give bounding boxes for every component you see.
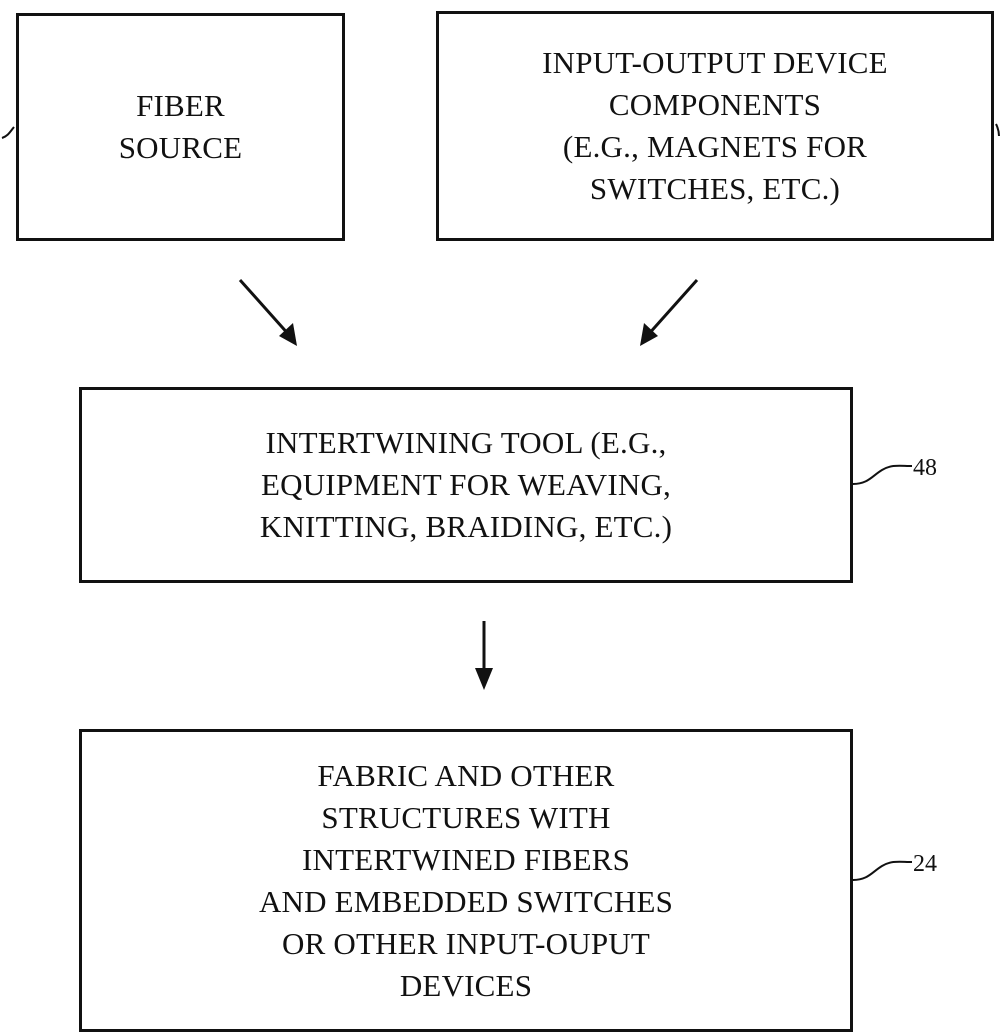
right-edge-bracket: [995, 123, 1000, 137]
io-components-box: INPUT-OUTPUT DEVICE COMPONENTS (E.G., MA…: [436, 11, 994, 241]
leader-line-48: [852, 464, 913, 485]
fiber-source-label: FIBER SOURCE: [118, 88, 243, 165]
reference-numeral-48: 48: [913, 455, 937, 481]
intertwining-tool-label: INTERTWINING TOOL (E.G., EQUIPMENT FOR W…: [259, 425, 673, 544]
leader-line-24: [852, 860, 913, 881]
io-components-label: INPUT-OUTPUT DEVICE COMPONENTS (E.G., MA…: [542, 45, 888, 206]
intertwining-tool-box: INTERTWINING TOOL (E.G., EQUIPMENT FOR W…: [79, 387, 853, 583]
arrow-fiber-to-tool: [238, 279, 297, 346]
left-edge-bracket: [1, 126, 15, 139]
arrow-io-to-tool: [640, 279, 699, 346]
fiber-source-box: FIBER SOURCE: [16, 13, 345, 241]
reference-numeral-24: 24: [913, 851, 937, 877]
fabric-structures-box: FABRIC AND OTHER STRUCTURES WITH INTERTW…: [79, 729, 853, 1032]
fabric-structures-label: FABRIC AND OTHER STRUCTURES WITH INTERTW…: [258, 757, 674, 1003]
arrow-tool-to-fabric: [475, 621, 493, 690]
